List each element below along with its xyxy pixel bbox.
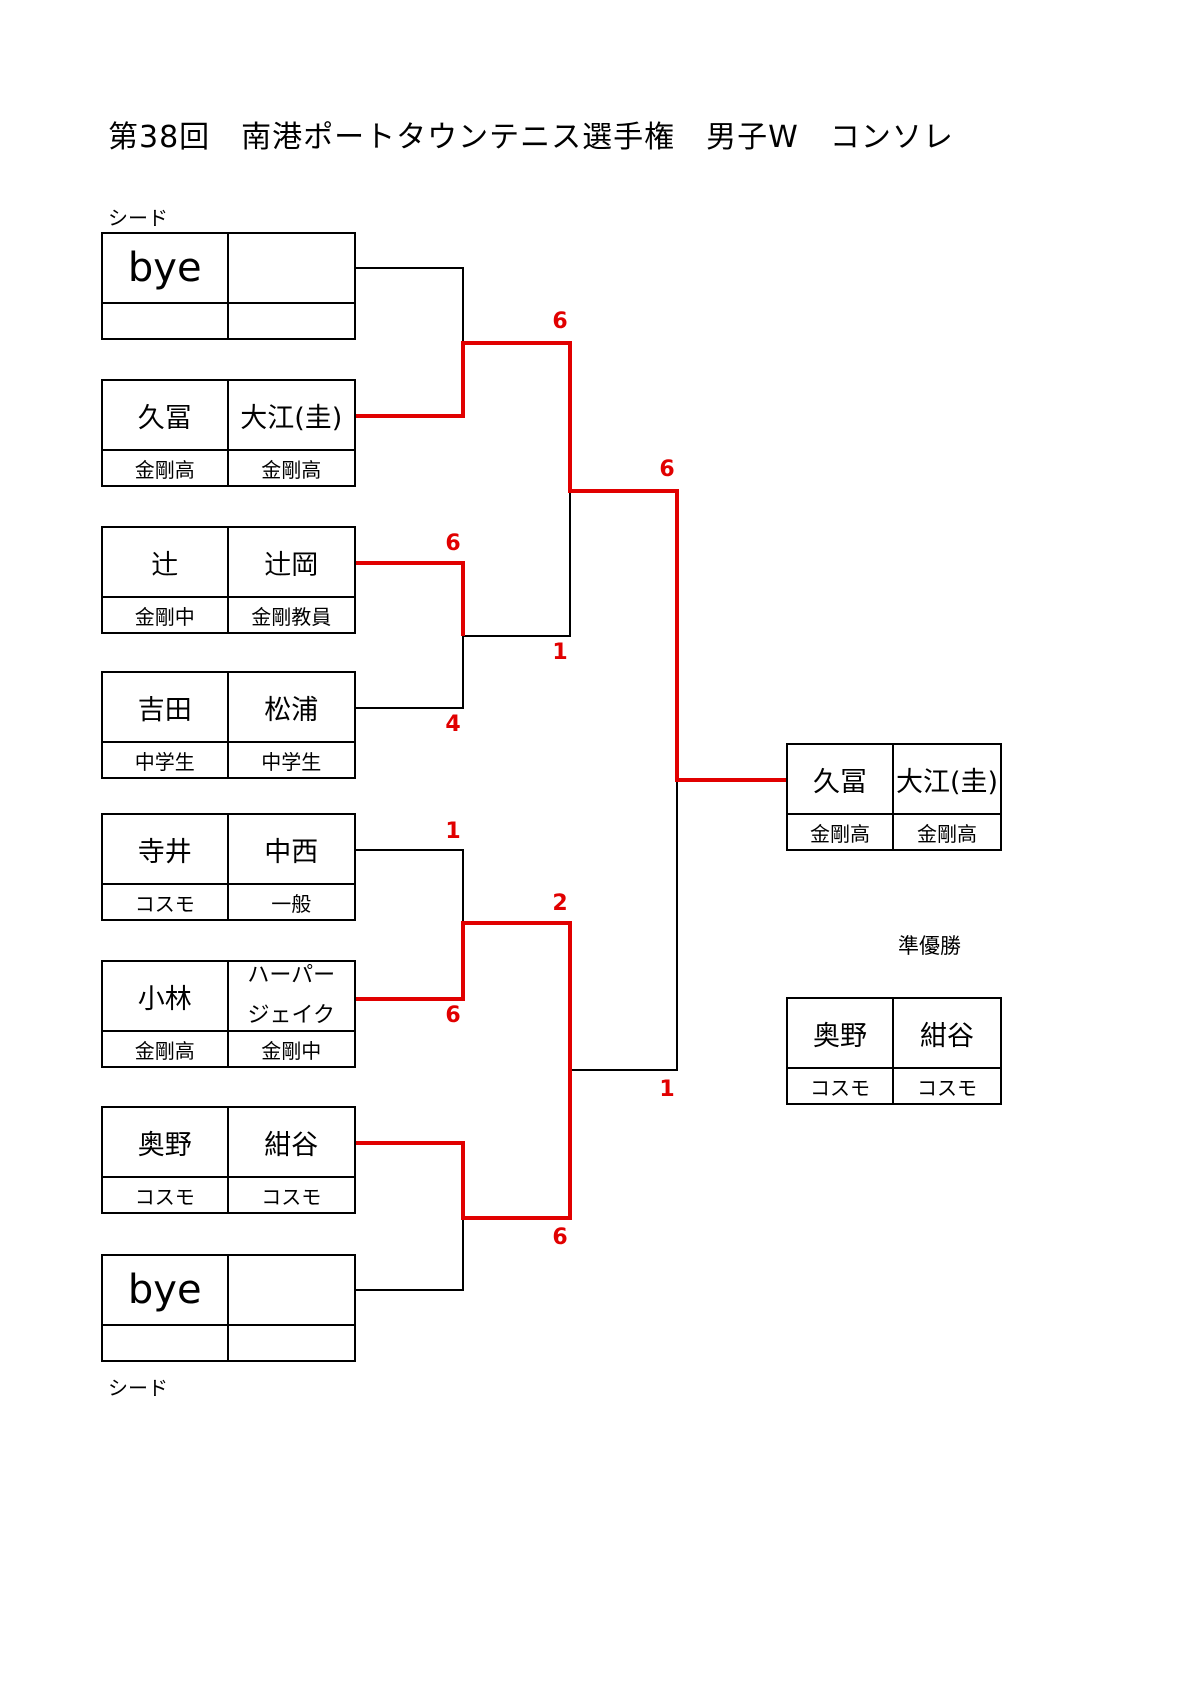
winner-box: 久冨 大江(圭) 金剛高 金剛高 — [786, 743, 1002, 851]
player-2-school: 金剛教員 — [251, 604, 332, 629]
player-2-name — [228, 234, 354, 304]
player-2-name: 紺谷 — [228, 1108, 354, 1178]
player-1-school: 金剛高 — [103, 1032, 229, 1066]
player-2-name: 大江(圭) — [228, 381, 354, 451]
score-r1-m1-top: 6 — [552, 309, 568, 334]
player-1-name: 久冨 — [103, 381, 229, 451]
player-1-school: コスモ — [103, 1178, 229, 1212]
page-title: 第38回 南港ポートタウンテニス選手権 男子W コンソレ — [108, 120, 954, 155]
entry-box-3: 辻 辻岡 金剛中 金剛教員 — [101, 526, 356, 634]
winner-line-entry-7 — [356, 1070, 572, 1220]
line-final-bottom — [570, 780, 678, 1071]
player-2-school: 一般 — [271, 891, 312, 916]
runner-up-box: 奥野 紺谷 コスモ コスモ — [786, 997, 1002, 1105]
winner-player-2-school: 金剛高 — [917, 821, 977, 846]
runner-up-player-1-name: 奥野 — [788, 999, 894, 1069]
winner-line-entry-2 — [356, 341, 786, 782]
player-1-school: 金剛高 — [103, 451, 229, 485]
score-final-bottom: 1 — [659, 1077, 675, 1102]
score-r1-m3-top: 1 — [445, 819, 461, 844]
seed-label-bottom: シード — [108, 1376, 168, 1400]
player-2-name-line-2: ジェイク — [247, 1003, 336, 1028]
score-final-top: 6 — [659, 457, 675, 482]
player-1-school: コスモ — [103, 885, 229, 919]
player-2-name — [228, 1256, 354, 1326]
score-r1-m2-top: 6 — [445, 531, 461, 556]
player-1-name: 吉田 — [103, 673, 229, 743]
player-1-name: bye — [103, 234, 229, 304]
player-2-name-line-1: ハーパー — [247, 963, 336, 988]
score-r2-m2-bottom: 6 — [552, 1225, 568, 1250]
runner-up-label: 準優勝 — [898, 934, 961, 958]
player-2-school: 金剛中 — [261, 1038, 322, 1063]
entry-box-7: 奥野 紺谷 コスモ コスモ — [101, 1106, 356, 1214]
runner-up-player-2-school: コスモ — [917, 1075, 977, 1100]
entry-box-1: bye — [101, 232, 356, 340]
line-r2-m1-bottom — [463, 491, 571, 637]
player-1-name: 小林 — [103, 962, 229, 1032]
entry-box-8: bye — [101, 1254, 356, 1362]
entry-box-4: 吉田 松浦 中学生 中学生 — [101, 671, 356, 779]
winner-line-entry-6 — [356, 921, 572, 1070]
score-r1-m2-bottom: 4 — [445, 712, 461, 737]
player-2-name: ハーパー ジェイク — [228, 962, 354, 1032]
score-r1-m3-bottom: 6 — [445, 1003, 461, 1028]
player-1-name: 寺井 — [103, 815, 229, 885]
player-2-school: 金剛高 — [261, 457, 322, 482]
line-entry-4 — [356, 636, 464, 709]
runner-up-player-1-school: コスモ — [788, 1069, 894, 1103]
player-2-name: 辻岡 — [228, 528, 354, 598]
player-1-name: bye — [103, 1256, 229, 1326]
score-r2-m1-bottom: 1 — [552, 640, 568, 665]
line-entry-8 — [356, 1218, 464, 1291]
score-r2-m2-top: 2 — [552, 891, 568, 916]
line-entry-5 — [356, 849, 464, 923]
player-1-name: 辻 — [103, 528, 229, 598]
player-1-school — [103, 1326, 229, 1360]
player-1-school — [103, 304, 229, 338]
player-2-name: 松浦 — [228, 673, 354, 743]
winner-line-entry-3 — [356, 561, 465, 636]
player-2-school: コスモ — [261, 1184, 322, 1209]
player-2-name: 中西 — [228, 815, 354, 885]
entry-box-5: 寺井 中西 コスモ 一般 — [101, 813, 356, 921]
player-1-school: 中学生 — [103, 743, 229, 777]
runner-up-player-2-name: 紺谷 — [894, 999, 1000, 1069]
winner-player-2-name: 大江(圭) — [894, 745, 1000, 815]
line-entry-1 — [356, 267, 464, 343]
winner-player-1-name: 久冨 — [788, 745, 894, 815]
winner-player-1-school: 金剛高 — [788, 815, 894, 849]
entry-box-6: 小林 ハーパー ジェイク 金剛高 金剛中 — [101, 960, 356, 1068]
player-1-school: 金剛中 — [103, 598, 229, 632]
player-1-name: 奥野 — [103, 1108, 229, 1178]
entry-box-2: 久冨 大江(圭) 金剛高 金剛高 — [101, 379, 356, 487]
player-2-school: 中学生 — [261, 749, 322, 774]
seed-label-top: シード — [108, 206, 168, 230]
